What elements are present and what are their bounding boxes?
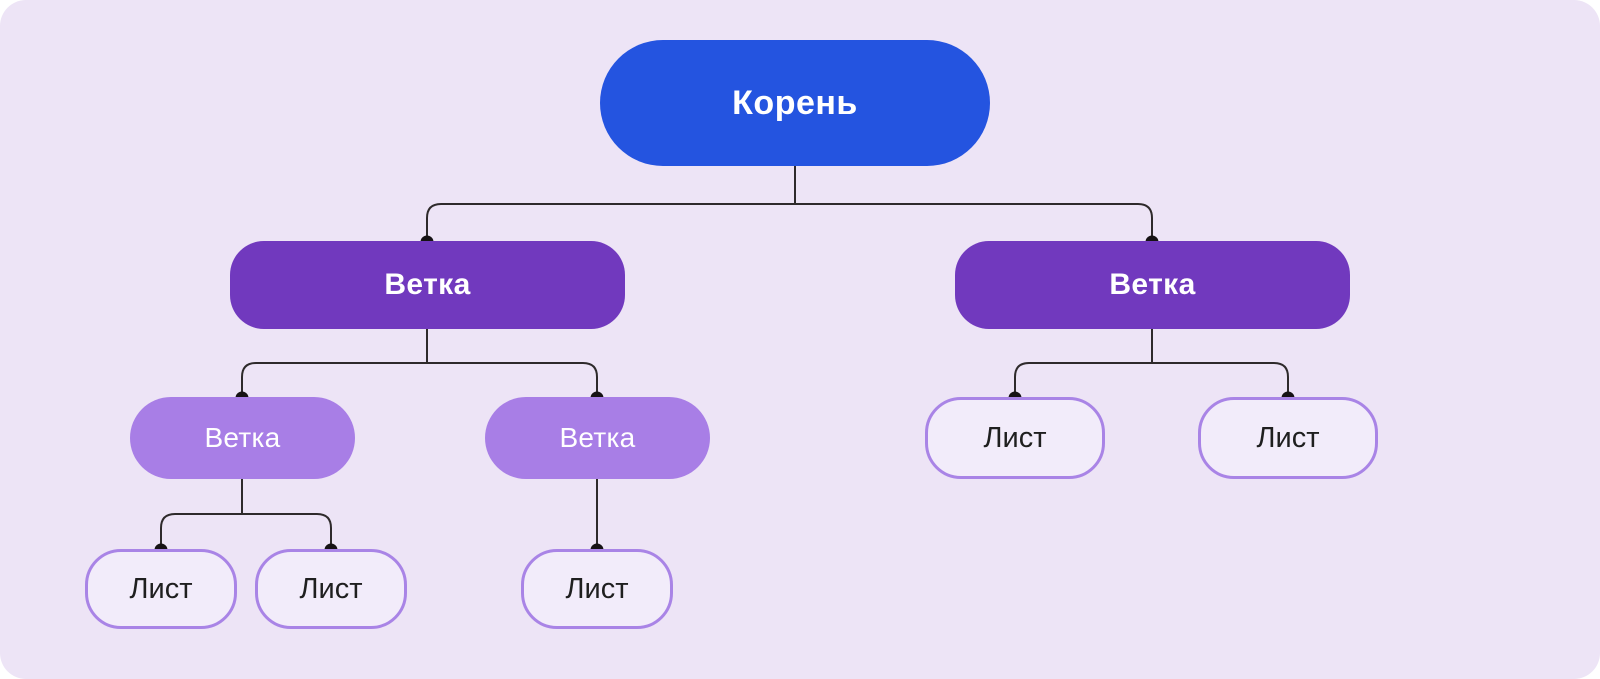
connector-root-to-branches (426, 203, 1153, 242)
node-leaf-bottom-2-label: Лист (299, 572, 363, 605)
node-leaf-bottom-2: Лист (255, 549, 407, 629)
node-subbranch-1: Ветка (130, 397, 355, 479)
node-leaf-middle: Лист (521, 549, 673, 629)
node-leaf-bottom-1-label: Лист (129, 572, 193, 605)
node-leaf-right-1-label: Лист (983, 421, 1047, 454)
node-branch-right-label: Ветка (1109, 268, 1196, 301)
connector-branchright-to-leaves (1014, 362, 1289, 397)
node-root: Корень (600, 40, 990, 166)
node-leaf-right-2: Лист (1198, 397, 1378, 479)
node-leaf-right-1: Лист (925, 397, 1105, 479)
node-leaf-right-2-label: Лист (1256, 421, 1320, 454)
node-leaf-bottom-1: Лист (85, 549, 237, 629)
node-branch-left: Ветка (230, 241, 625, 329)
node-subbranch-2-label: Ветка (559, 422, 636, 453)
node-subbranch-1-label: Ветка (204, 422, 281, 453)
node-subbranch-2: Ветка (485, 397, 710, 479)
node-branch-left-label: Ветка (384, 268, 471, 301)
node-branch-right: Ветка (955, 241, 1350, 329)
node-leaf-middle-label: Лист (565, 572, 629, 605)
connector-branchleft-to-subbranches (241, 362, 598, 397)
node-root-label: Корень (732, 83, 858, 122)
connector-subbranch1-to-leaves (160, 513, 332, 549)
